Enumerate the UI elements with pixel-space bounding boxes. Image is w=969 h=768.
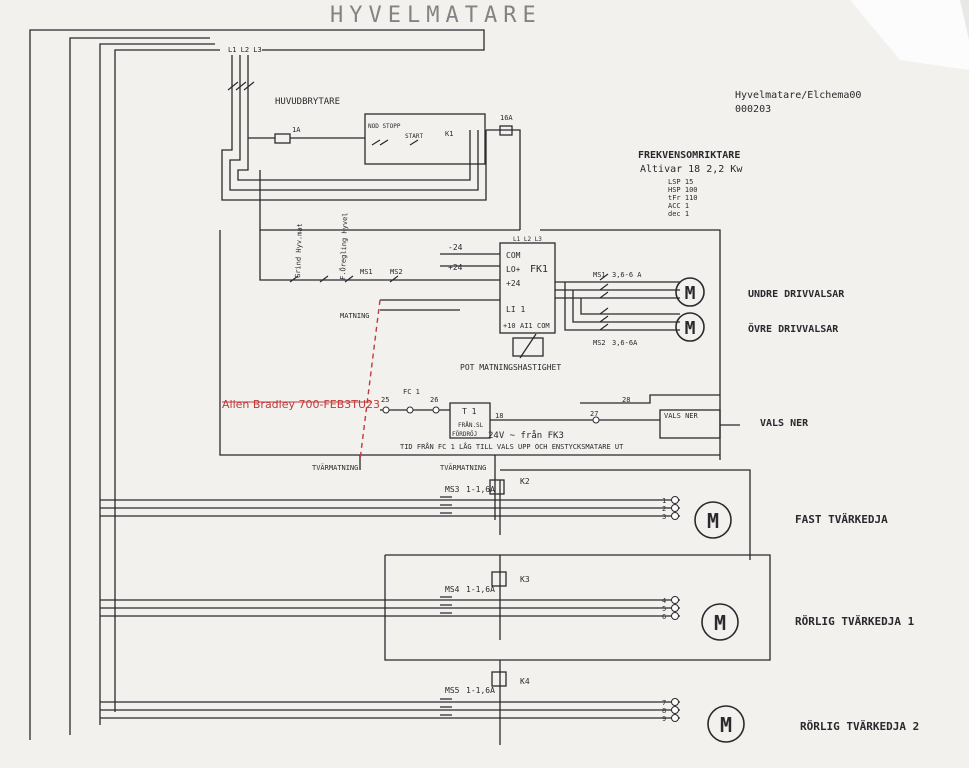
ms1-contact-label: MS1 xyxy=(360,268,373,276)
motor-label-undre: UNDRE DRIVVALSAR xyxy=(748,289,845,300)
paper-curl xyxy=(850,0,969,70)
wire28: 28 xyxy=(622,396,630,404)
t1-mode2: FÖRDRÖJ xyxy=(452,431,477,438)
chain2-rating: 1-1,6A xyxy=(466,585,495,594)
tvar-left-label: TVÄRMATNING xyxy=(312,463,358,472)
motor-icon xyxy=(701,603,739,641)
relay-k1-label: K1 xyxy=(445,130,453,138)
chain2-term: 4 xyxy=(662,597,666,605)
switch-marks xyxy=(227,81,609,716)
chain2-ms: MS4 xyxy=(445,585,460,594)
chain3-term: 8 xyxy=(662,707,666,715)
stop-label: NOD STOPP xyxy=(368,123,401,130)
ms1-label: MS1 xyxy=(593,271,606,279)
vfd-terminal: LI 1 xyxy=(506,305,525,314)
motor-symbol: M xyxy=(685,318,696,339)
timer-note: Allen Bradley 700-FEB3TU23 xyxy=(222,398,380,411)
ms2-rating: 3,6-6A xyxy=(612,339,638,347)
chain3-ms: MS5 xyxy=(445,686,460,695)
wire27: 27 xyxy=(590,410,598,418)
t1-mode1: FRÅN.SL xyxy=(458,422,484,429)
wire18: 18 xyxy=(495,412,503,420)
vfd-terminal: +24 xyxy=(506,279,521,288)
vals-ner-label: VALS NER xyxy=(760,418,809,429)
wire25: 25 xyxy=(381,396,389,404)
ms2-contact-label: MS2 xyxy=(390,268,403,276)
vfd-param: dec 1 xyxy=(668,210,689,218)
fc1-label: FC 1 xyxy=(403,388,420,396)
motor-icon xyxy=(694,501,732,539)
time-note: TID FRÅN FC 1 LÅG TILL VALS UPP OCH ENST… xyxy=(400,442,624,451)
chain2-term: 5 xyxy=(662,605,666,613)
ms1-rating: 3,6-6 A xyxy=(612,271,642,279)
vfd-param: HSP 100 xyxy=(668,186,698,194)
vfd-block-name: FK1 xyxy=(530,264,548,275)
vfd-terminal: AI1 xyxy=(520,322,533,330)
grind-label: Grind Hyv.mat xyxy=(294,223,304,278)
motor-icon xyxy=(675,277,705,307)
tvar-mid-label: TVÄRMATNING xyxy=(440,463,486,472)
chain1-ms: MS3 xyxy=(445,485,460,494)
chain1-term: 2 xyxy=(662,505,666,513)
supply-note: 24V ~ från FK3 xyxy=(488,430,564,441)
minus24-label: -24 xyxy=(448,243,463,252)
chain1-term: 1 xyxy=(662,497,666,505)
chain3-contactor: K4 xyxy=(520,677,530,686)
vfd-top-label: L1 L2 L3 xyxy=(513,236,542,243)
chain1-term: 3 xyxy=(662,513,666,521)
start-label: START xyxy=(405,133,423,140)
doc-number: 000203 xyxy=(735,104,771,115)
terminal-dots xyxy=(382,406,679,722)
control-fuse-label: 1A xyxy=(292,126,301,134)
chain3-term: 7 xyxy=(662,699,666,707)
motor-symbols: M M M M M xyxy=(675,277,745,743)
chain3-term: 9 xyxy=(662,715,666,723)
vfd-terminal: COM xyxy=(506,251,521,260)
page-title: HYVELMATARE xyxy=(330,3,542,28)
motor-icon xyxy=(675,312,705,342)
chain3-label: RÖRLIG TVÄRKEDJA 2 xyxy=(800,719,919,733)
ms2-label: MS2 xyxy=(593,339,606,347)
pot-label: POT MATNINGSHASTIGHET xyxy=(460,363,561,372)
motor-symbol: M xyxy=(720,713,732,737)
chain3-rating: 1-1,6A xyxy=(466,686,495,695)
vfd-title: FREKVENSOMRIKTARE xyxy=(638,150,740,161)
t1-label: T 1 xyxy=(462,407,477,416)
motor-symbol: M xyxy=(685,283,696,304)
plus24-label: +24 xyxy=(448,263,463,272)
vfd-terminal: +10 xyxy=(503,322,516,330)
wire26: 26 xyxy=(430,396,438,404)
vfd-param: ACC 1 xyxy=(668,202,689,210)
phase-labels: L1 L2 L3 xyxy=(228,46,262,54)
chain2-label: RÖRLIG TVÄRKEDJA 1 xyxy=(795,614,915,628)
matning-label: MATNING xyxy=(340,312,370,320)
vfd-param: LSP 15 xyxy=(668,178,693,186)
chain2-contactor: K3 xyxy=(520,575,530,584)
motor-symbol: M xyxy=(714,611,726,635)
motor-icon xyxy=(707,705,745,743)
wiring xyxy=(29,29,771,745)
chain1-contactor: K2 xyxy=(520,477,530,486)
vfd-model: Altivar 18 2,2 Kw xyxy=(640,164,743,175)
fore-label: F.Öregling Hyvel xyxy=(338,212,349,280)
vfd-param: tFr 110 xyxy=(668,194,698,202)
chain1-rating: 1-1,6A xyxy=(466,485,495,494)
main-switch-label: HUVUDBRYTARE xyxy=(275,97,340,107)
chain1-label: FAST TVÄRKEDJA xyxy=(795,512,888,526)
vfd-terminal: COM xyxy=(537,322,550,330)
doc-ref: Hyvelmatare/Elchema00 xyxy=(735,90,861,101)
vals-ner-box-label: VALS NER xyxy=(664,412,699,420)
drive-fuse-label: 16A xyxy=(500,114,513,122)
motor-symbol: M xyxy=(707,509,719,533)
chain2-term: 6 xyxy=(662,613,666,621)
motor-label-ovre: ÖVRE DRIVVALSAR xyxy=(748,321,839,335)
vfd-terminal: LO+ xyxy=(506,265,521,274)
